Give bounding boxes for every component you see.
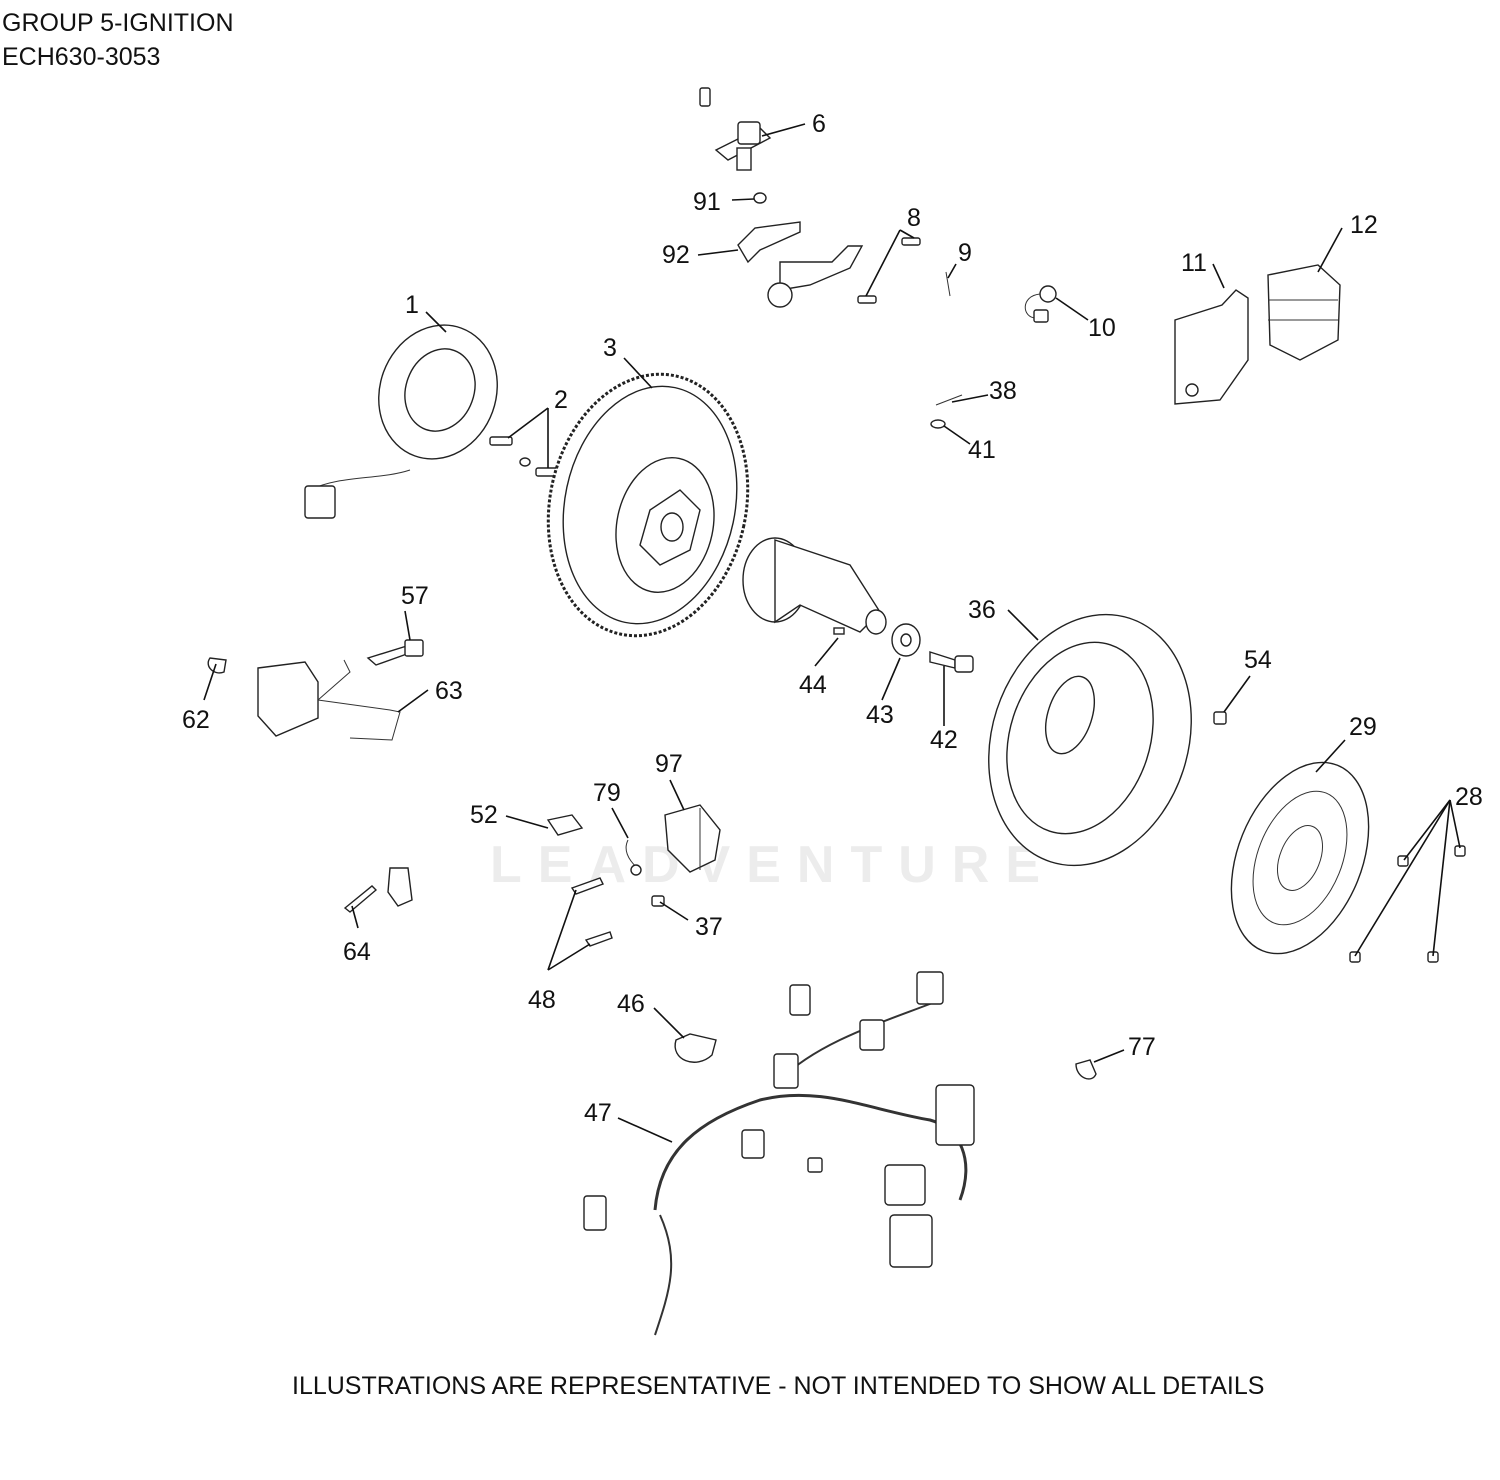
callout-labels: 1 2 3 6 8 9 10 11 12 28 29 36 37 38 41 4… — [182, 110, 1483, 1127]
callout-47: 47 — [584, 1099, 612, 1127]
callout-54: 54 — [1244, 646, 1272, 674]
callout-28: 28 — [1455, 783, 1483, 811]
part-41-washer — [930, 419, 946, 429]
callout-42: 42 — [930, 726, 958, 754]
part-11-bracket — [1174, 289, 1249, 405]
callout-63: 63 — [435, 677, 463, 705]
part-2-screws — [489, 436, 559, 477]
callout-77: 77 — [1128, 1033, 1156, 1061]
callout-57: 57 — [401, 582, 429, 610]
callout-1: 1 — [405, 291, 419, 319]
callout-29: 29 — [1349, 713, 1377, 741]
callout-52: 52 — [470, 801, 498, 829]
callout-9: 9 — [958, 239, 972, 267]
part-38-clip — [935, 394, 963, 406]
callout-64: 64 — [343, 938, 371, 966]
group-title: GROUP 5-IGNITION — [2, 9, 234, 37]
callout-48: 48 — [528, 986, 556, 1014]
model-number: ECH630-3053 — [2, 43, 161, 71]
callout-44: 44 — [799, 671, 827, 699]
page-title: GROUP 5-IGNITION ECH630-3053 — [2, 6, 234, 74]
part-8-screws — [857, 237, 921, 304]
part-57-spark-plug — [366, 639, 424, 666]
part-47-wiring-harness — [583, 971, 975, 1336]
callout-37: 37 — [695, 913, 723, 941]
callout-10: 10 — [1088, 314, 1116, 342]
leader-lines — [203, 123, 1461, 1143]
part-52-connector — [546, 814, 584, 836]
callout-79: 79 — [593, 779, 621, 807]
callout-41: 41 — [968, 436, 996, 464]
part-36-fan — [988, 613, 1192, 867]
callout-38: 38 — [989, 377, 1017, 405]
callout-62: 62 — [182, 706, 210, 734]
callout-46: 46 — [617, 990, 645, 1018]
callout-43: 43 — [866, 701, 894, 729]
callout-6: 6 — [812, 110, 826, 138]
part-62-clamp — [207, 657, 227, 674]
shaft-hub — [742, 537, 887, 635]
part-92-bracket — [737, 221, 864, 308]
part-28-screws — [1349, 845, 1466, 963]
part-91-o-ring — [753, 192, 767, 204]
footer-note: ILLUSTRATIONS ARE REPRESENTATIVE - NOT I… — [292, 1372, 1265, 1400]
part-77-clip — [1075, 1059, 1097, 1080]
part-12-ecu-module — [1267, 264, 1341, 361]
part-79-ground-wire — [625, 839, 642, 876]
part-1-stator — [304, 324, 498, 519]
part-46-clamp — [674, 1033, 717, 1063]
callout-92: 92 — [662, 241, 690, 269]
part-10-connector — [1024, 285, 1057, 323]
callout-3: 3 — [603, 334, 617, 362]
callout-36: 36 — [968, 596, 996, 624]
callout-12: 12 — [1350, 211, 1378, 239]
part-9-pin — [945, 271, 951, 297]
callout-97: 97 — [655, 750, 683, 778]
part-48-bolts — [570, 877, 613, 947]
callout-2: 2 — [554, 386, 568, 414]
part-63-ignition-coil — [257, 659, 401, 741]
part-29-screen — [1230, 761, 1370, 955]
part-42-bolt — [929, 651, 974, 673]
callout-8: 8 — [907, 204, 921, 232]
part-64-bolt-clamp — [343, 867, 413, 913]
part-43-washer — [891, 623, 921, 657]
part-3-flywheel — [546, 372, 750, 638]
part-54-bolt — [1213, 711, 1227, 725]
part-37-screw — [651, 895, 665, 907]
callout-91: 91 — [693, 188, 721, 216]
part-44-key — [833, 627, 845, 635]
callout-11: 11 — [1181, 249, 1207, 277]
part-6-sensor — [699, 87, 772, 171]
part-97-regulator — [664, 804, 721, 873]
